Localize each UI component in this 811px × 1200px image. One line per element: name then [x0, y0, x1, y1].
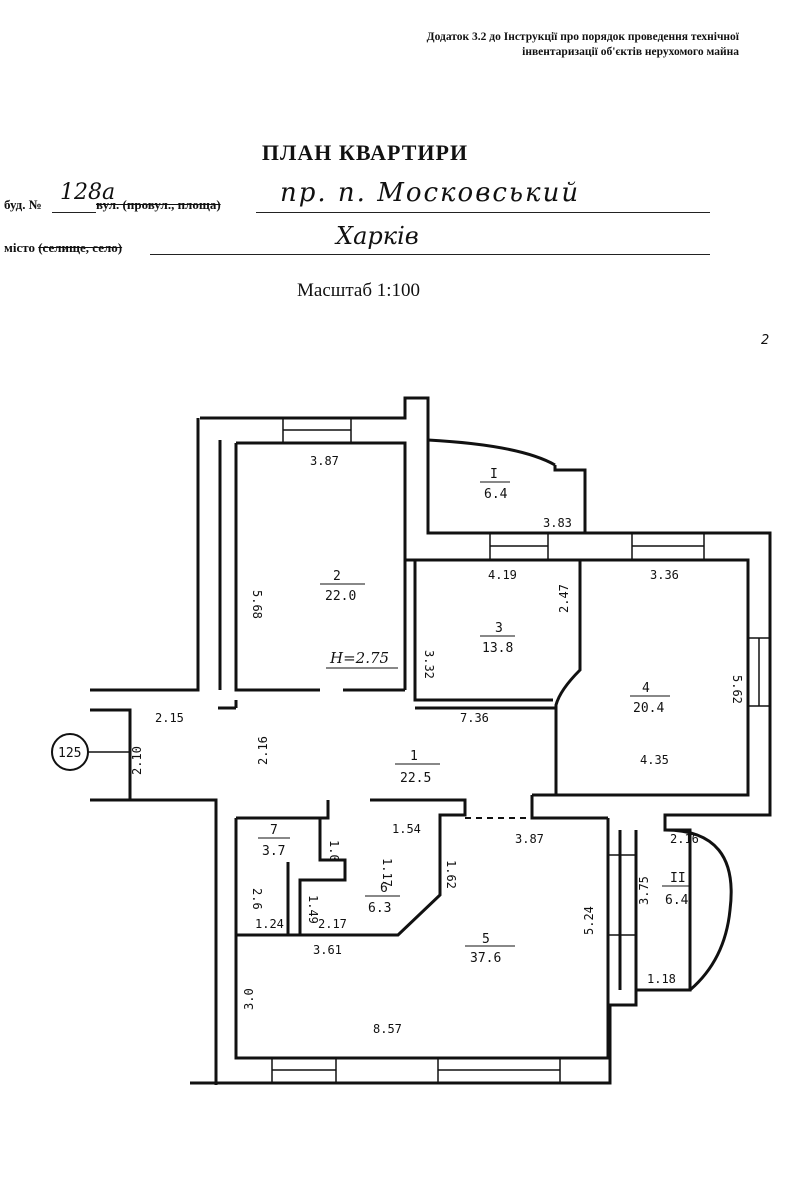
dimension: 1.18	[647, 972, 676, 986]
city-value: Харків	[336, 222, 419, 250]
city-strike: (селище, село)	[38, 240, 123, 255]
room-number: 5	[482, 932, 490, 947]
dimension: 2.15	[155, 711, 184, 725]
dimension: 1.49	[306, 895, 320, 924]
dimension: 3.75	[637, 876, 651, 905]
dimension: 3.0	[242, 988, 256, 1010]
address-row: буд. № вул. (провул., площа)	[4, 197, 221, 213]
page-title: ПЛАН КВАРТИРИ	[261, 140, 469, 165]
room-number: II	[670, 871, 686, 886]
bud-label: буд. №	[4, 197, 42, 212]
dimension: 1.24	[255, 917, 284, 931]
room-number: 1	[410, 749, 418, 764]
dimension: 3.83	[543, 516, 572, 530]
dimension: 4.19	[488, 568, 517, 582]
dimension: 5.24	[582, 906, 596, 935]
dimension: 3.61	[313, 943, 342, 957]
dimension: 2.10	[130, 746, 144, 775]
dimension: 7.36	[460, 711, 489, 725]
room-area: 6.3	[368, 901, 391, 916]
dimension: 3.87	[310, 454, 339, 468]
room-number: I	[490, 467, 498, 482]
room-area: 6.4	[484, 487, 508, 502]
page-number: 2	[761, 333, 770, 348]
room-area: 37.6	[470, 951, 501, 966]
room-area: 22.0	[325, 589, 356, 604]
stair-label: 125	[58, 746, 81, 761]
dimension: 1.62	[444, 860, 458, 889]
dimension: 5.68	[250, 590, 264, 619]
city-underline	[150, 254, 710, 255]
dimension: 2.47	[557, 584, 571, 613]
dimension: 5.62	[730, 675, 744, 704]
room-labels: 2 22.0 3 13.8 4 20.4 1 22.5 5 37.6 6 6.3…	[258, 467, 690, 966]
annex-line-2: інвентаризації об'єктів нерухомого майна	[522, 46, 739, 58]
annex-line-1: Додаток 3.2 до Інструкції про порядок пр…	[426, 31, 739, 43]
scale-label: Масштаб 1:100	[297, 280, 421, 301]
street-value: пр. п. Московський	[280, 178, 581, 208]
height-note: H=2.75	[329, 649, 389, 667]
bud-underline	[52, 212, 96, 213]
room-area: 6.4	[665, 893, 689, 908]
bud-number: 128а	[60, 180, 116, 205]
dimension: 1.17	[380, 858, 394, 887]
city-label: місто	[4, 240, 35, 255]
dimension: 2.16	[256, 736, 270, 765]
dimension: 2.6	[250, 888, 264, 910]
dimension: 3.32	[422, 650, 436, 679]
dimension: 3.36	[650, 568, 679, 582]
street-underline	[256, 212, 710, 213]
room-area: 22.5	[400, 771, 431, 786]
dimension: 1.54	[392, 822, 421, 836]
room-number: 3	[495, 621, 503, 636]
room-number: 4	[642, 681, 650, 696]
dimension: 3.87	[515, 832, 544, 846]
street-label: вул. (провул., площа)	[96, 197, 221, 212]
annex-note: Додаток 3.2 до Інструкції про порядок пр…	[379, 30, 739, 60]
room-number: 7	[270, 823, 278, 838]
plan-windows	[271, 417, 771, 1084]
dimension: 1.0	[327, 840, 341, 862]
dimension: 2.17	[318, 917, 347, 931]
dimension-labels: 3.87 5.68 3.83 4.19 3.36 3.32 2.47 5.62 …	[130, 454, 744, 1036]
dimension: 2.16	[670, 832, 699, 846]
room-area: 20.4	[633, 701, 664, 716]
dimension: 4.35	[640, 753, 669, 767]
room-area: 13.8	[482, 641, 513, 656]
dimension: 8.57	[373, 1022, 402, 1036]
room-number: 2	[333, 569, 341, 584]
room-area: 3.7	[262, 844, 285, 859]
city-row: місто (селище, село)	[4, 240, 122, 256]
room-number: 6	[380, 881, 388, 896]
